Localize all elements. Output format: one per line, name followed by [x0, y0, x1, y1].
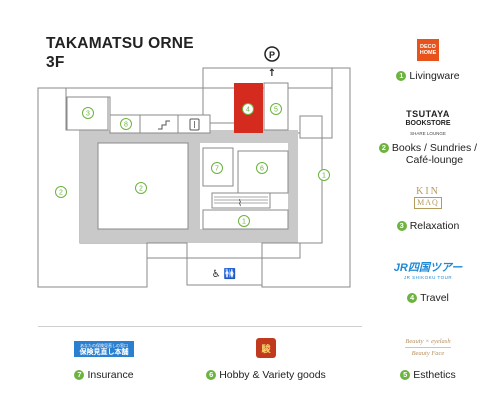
- legend-separator: [38, 326, 362, 327]
- marker-2-center: 2: [135, 182, 147, 194]
- svg-text:8: 8: [124, 122, 128, 129]
- legend-label-travel: Travel: [420, 292, 449, 304]
- legend-label-books-line2: Café-lounge: [405, 154, 464, 166]
- legend-travel[interactable]: JR四国ツアー JR SHIKOKU TOUR 4 Travel: [378, 262, 478, 305]
- legend-insurance[interactable]: あなたの保険見直しの窓口 保険見直し本舗 7 Insurance: [54, 338, 154, 381]
- legend-num-4: 4: [407, 293, 418, 303]
- svg-text:1: 1: [322, 173, 326, 180]
- svg-text:2: 2: [139, 186, 143, 193]
- legend-relaxation[interactable]: KIN MAQ 3 Relaxation: [378, 186, 478, 232]
- right-outline: [202, 67, 351, 287]
- legend-num-7: 7: [74, 370, 85, 380]
- legend-label-relaxation: Relaxation: [409, 220, 460, 232]
- beauty-logo: Beauty × eyelash Beauty Face: [405, 337, 451, 357]
- kinmaq-logo: KIN MAQ: [414, 186, 442, 209]
- up-arrow-icon: ↑: [268, 68, 276, 79]
- corridor-left: [80, 130, 98, 243]
- floor-level: 3F: [46, 54, 65, 71]
- restroom-block: [186, 257, 263, 286]
- corridor-middle: [188, 130, 200, 243]
- legend-label-books-line1: Books / Sundries /: [391, 142, 478, 154]
- svg-text:1: 1: [242, 219, 246, 226]
- legend-label-insurance: Insurance: [87, 369, 134, 381]
- legend-num-1: 1: [396, 71, 407, 81]
- legend-num-2: 2: [378, 143, 389, 153]
- legend-esthetics[interactable]: Beauty × eyelash Beauty Face 5 Esthetics: [378, 334, 478, 381]
- parking-label: P: [269, 50, 275, 60]
- stairs-block: [139, 114, 179, 134]
- tsutaya-logo: TSUTAYA BOOKSTORE SHARE LOUNGE: [405, 109, 451, 137]
- svg-text:6: 6: [260, 166, 264, 173]
- mall-name: TAKAMATSU ORNE: [46, 35, 194, 52]
- marker-5: 5: [270, 103, 282, 115]
- legend-num-6: 6: [206, 370, 217, 380]
- marker-2-left: 2: [55, 186, 67, 198]
- svg-text:⌇: ⌇: [238, 198, 242, 209]
- legend-num-5: 5: [400, 370, 411, 380]
- legend-label-esthetics: Esthetics: [413, 369, 456, 381]
- parking-icon: P: [264, 46, 280, 62]
- hobby-logo: 駿: [196, 336, 336, 360]
- marker-4: 4: [242, 103, 254, 115]
- jr-shikoku-tour-logo: JR四国ツアー JR SHIKOKU TOUR: [393, 262, 463, 281]
- lower-right-block: [261, 242, 301, 259]
- legend-hobby[interactable]: 駿 6 Hobby & Variety goods: [196, 336, 336, 381]
- elevator-icon: [189, 118, 200, 131]
- stairs-icon: [158, 120, 170, 130]
- lower-left-block: [146, 242, 188, 259]
- restroom-icon: ♿ 🚻: [212, 267, 237, 280]
- svg-text:5: 5: [274, 107, 278, 114]
- bottom-right-outline: [261, 258, 350, 288]
- legend-books[interactable]: TSUTAYA BOOKSTORE SHARE LOUNGE 2 Books /…: [372, 109, 484, 166]
- legend-label-hobby: Hobby & Variety goods: [219, 369, 326, 381]
- corridor: [80, 130, 298, 243]
- legend-label-livingware: Livingware: [409, 70, 460, 82]
- svg-text:2: 2: [59, 190, 63, 197]
- marker-1-right: 1: [318, 169, 330, 181]
- svg-text:3: 3: [86, 111, 90, 118]
- marker-8: 8: [120, 118, 132, 130]
- escalator: ⌇: [211, 192, 271, 209]
- marker-1-bottom: 1: [238, 215, 250, 227]
- marker-3: 3: [82, 107, 94, 119]
- insurance-logo: あなたの保険見直しの窓口 保険見直し本舗: [54, 338, 154, 360]
- svg-text:4: 4: [246, 107, 250, 114]
- svg-text:7: 7: [215, 166, 219, 173]
- marker-7: 7: [211, 162, 223, 174]
- legend-num-3: 3: [396, 221, 407, 231]
- elevator-block: [177, 114, 211, 134]
- corridor-right: [288, 143, 298, 243]
- left-outline: [37, 88, 148, 288]
- marker-6: 6: [256, 162, 268, 174]
- floor-title: TAKAMATSU ORNE 3F: [46, 34, 194, 72]
